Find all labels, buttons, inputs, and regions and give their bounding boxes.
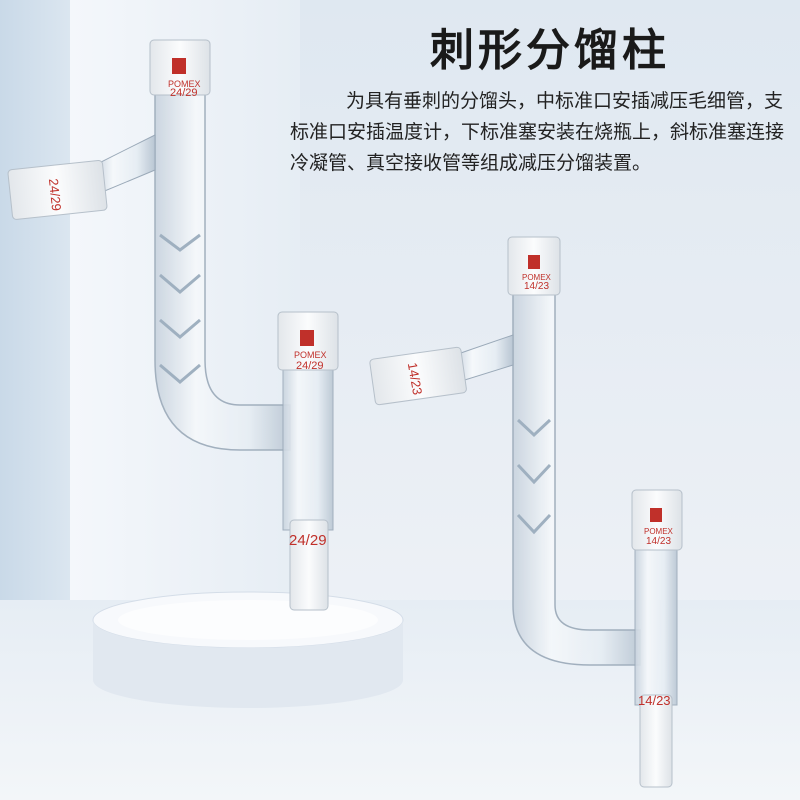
joint-label-side: 24/29	[46, 178, 64, 212]
brand-label-top: POMEX	[522, 273, 552, 282]
joint-label-side: 14/23	[405, 361, 425, 396]
page-title: 刺形分馏柱	[430, 25, 670, 76]
pomex-logo-icon-branch	[300, 330, 314, 346]
fractionating-column-large: POMEX 24/29 24/29 POMEX 24/29 24/29	[7, 39, 339, 611]
brand-label-branch: POMEX	[294, 350, 327, 360]
joint-label-top: 24/29	[170, 87, 198, 99]
pomex-logo-icon-branch	[650, 508, 662, 522]
pomex-logo-icon	[528, 255, 540, 269]
product-description: 为具有垂刺的分馏头，中标准口安插减压毛细管，支标准口安插温度计，下标准塞安装在烧…	[290, 86, 790, 179]
description-text: 为具有垂刺的分馏头，中标准口安插减压毛细管，支标准口安插温度计，下标准塞安装在烧…	[290, 90, 785, 174]
pomex-logo-icon	[172, 58, 186, 74]
brand-label-top: POMEX	[168, 79, 201, 89]
joint-label-branch: 14/23	[646, 536, 671, 547]
joint-label-bottom: 14/23	[638, 693, 671, 708]
joint-label-bottom: 24/29	[289, 532, 327, 549]
fractionating-column-small: POMEX 14/23 14/23 POMEX 14/23 14/23	[369, 236, 683, 788]
joint-label-top: 14/23	[524, 281, 549, 292]
joint-label-branch: 24/29	[296, 360, 324, 372]
brand-label-branch: POMEX	[644, 527, 674, 536]
